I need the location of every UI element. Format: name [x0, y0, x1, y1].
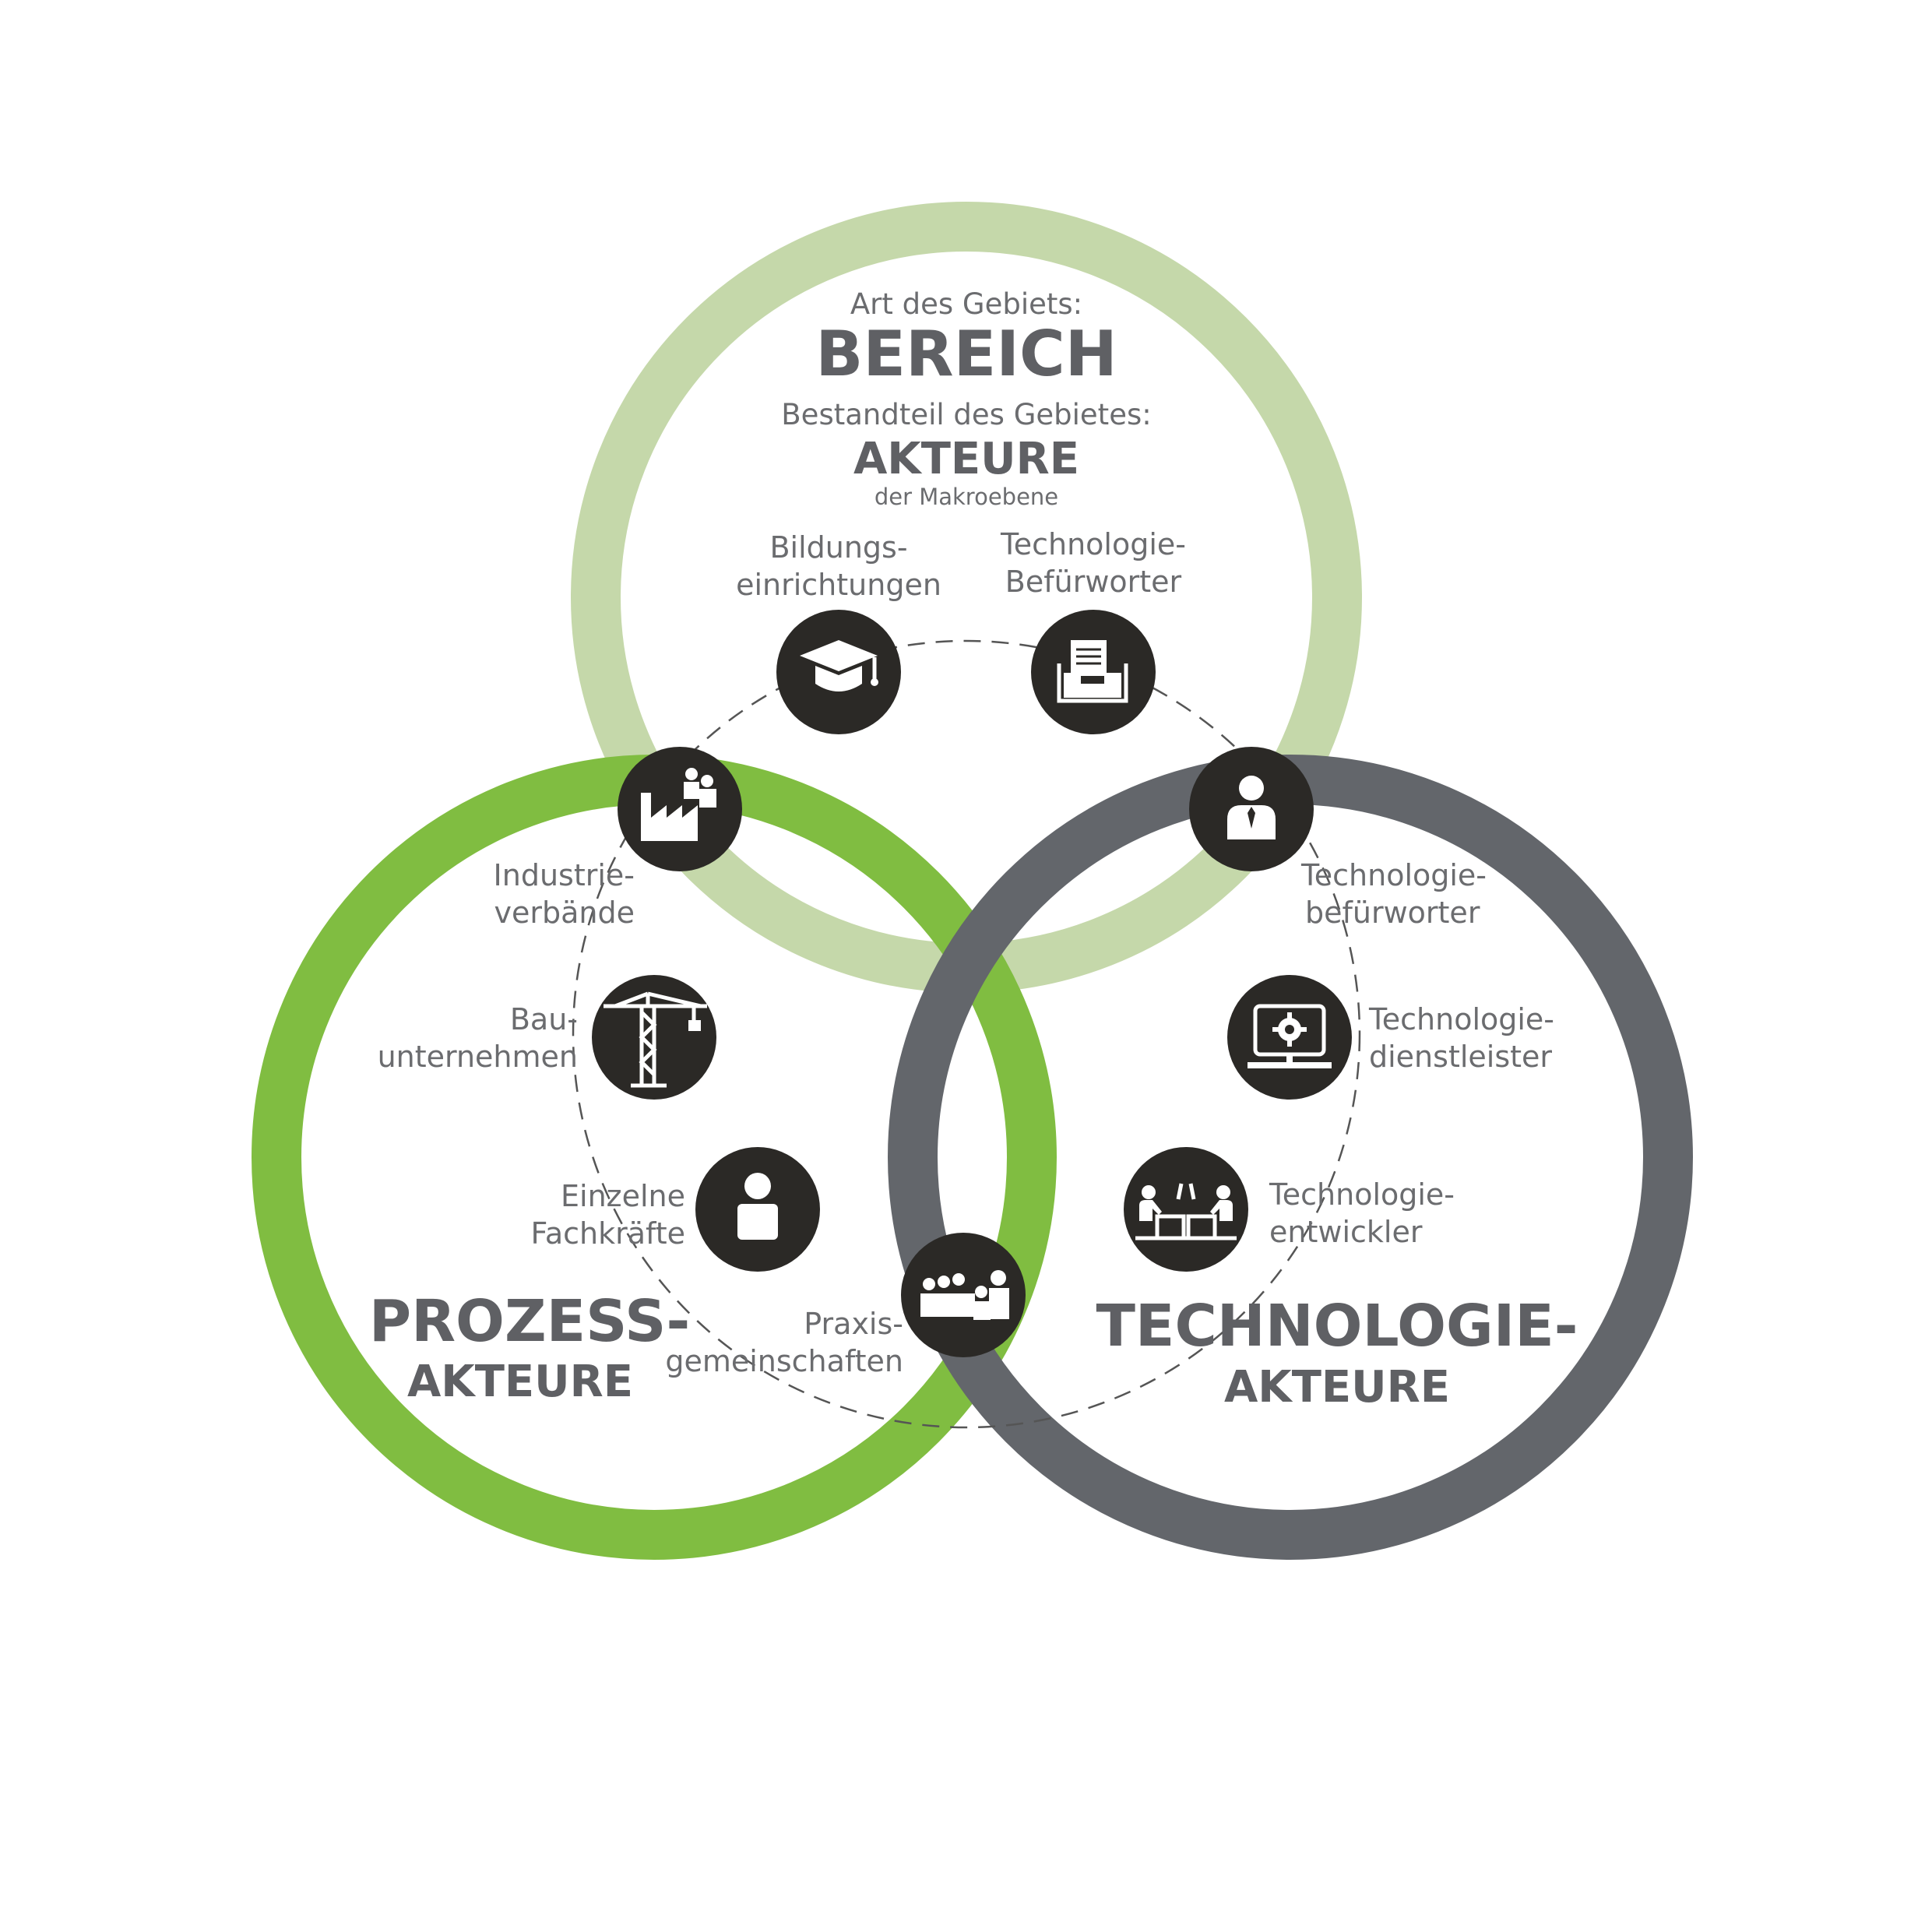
node-praxisgemeinschaften: Praxis- gemeinschaften [665, 1233, 1026, 1378]
graduation-cap-icon [800, 640, 878, 692]
technologie-title: TECHNOLOGIE- [1096, 1293, 1578, 1360]
label-einzelne-fachkraefte-2: Fachkräfte [530, 1216, 685, 1251]
monitor-gear-icon [1248, 1004, 1332, 1068]
node-industrieverbaende: Industrie- verbände [494, 747, 742, 930]
document-tray-icon [1057, 640, 1128, 703]
label-technologiedienstleister-1: Technologie- [1368, 1002, 1554, 1036]
node-bildungseinrichtungen: Bildungs- einrichtungen [736, 530, 941, 734]
node-technologie-befuerworter-right: Technologie- befürworter [1189, 747, 1487, 930]
label-einzelne-fachkraefte-1: Einzelne [561, 1179, 685, 1213]
businessman-icon [1227, 776, 1276, 839]
label-bauunternehmen-2: unternehmen [378, 1040, 578, 1074]
label-bildungseinrichtungen-1: Bildungs- [769, 530, 907, 565]
label-technologie-befuerworter-right-1: Technologie- [1300, 858, 1487, 892]
developers-icon [1135, 1183, 1237, 1240]
node-einzelne-fachkraefte: Einzelne Fachkräfte [530, 1147, 820, 1272]
label-bauunternehmen-1: Bau- [510, 1002, 578, 1036]
crane-icon [604, 991, 707, 1088]
label-industrieverbaende-1: Industrie- [494, 858, 635, 892]
dashed-orbit [572, 639, 1361, 1429]
node-technologiedienstleister: Technologie- dienstleister [1227, 975, 1554, 1100]
person-icon [737, 1173, 778, 1240]
label-industrieverbaende-2: verbände [494, 896, 635, 930]
node-technologie-befuerworter-top: Technologie- Befürworter [1000, 527, 1186, 734]
prozess-title: PROZESS- [369, 1288, 690, 1355]
label-bildungseinrichtungen-2: einrichtungen [736, 568, 941, 602]
label-praxisgemeinschaften-2: gemeinschaften [665, 1344, 903, 1378]
label-technologie-befuerworter-right-2: befürworter [1305, 896, 1480, 930]
header-line3: Bestandteil des Gebietes: [781, 398, 1151, 431]
label-praxisgemeinschaften-1: Praxis- [804, 1307, 903, 1341]
factory-people-icon [641, 768, 716, 841]
label-technologie-befuerworter-top-2: Befürworter [1005, 565, 1182, 599]
node-technologieentwickler: Technologie- entwickler [1124, 1147, 1455, 1272]
label-technologie-befuerworter-top-1: Technologie- [1000, 527, 1186, 561]
label-technologieentwickler-2: entwickler [1269, 1215, 1423, 1249]
group-icon [920, 1270, 1009, 1320]
label-technologiedienstleister-2: dienstleister [1369, 1040, 1552, 1074]
prozess-subtitle: AKTEURE [407, 1357, 633, 1407]
header-subtitle: AKTEURE [853, 434, 1079, 484]
header-line5: der Makroebene [875, 484, 1058, 510]
technologie-subtitle: AKTEURE [1224, 1362, 1450, 1413]
header-title: BEREICH [815, 318, 1117, 390]
node-bauunternehmen: Bau- unternehmen [378, 975, 716, 1100]
header-line1: Art des Gebiets: [850, 287, 1082, 321]
label-technologieentwickler-1: Technologie- [1269, 1177, 1455, 1212]
